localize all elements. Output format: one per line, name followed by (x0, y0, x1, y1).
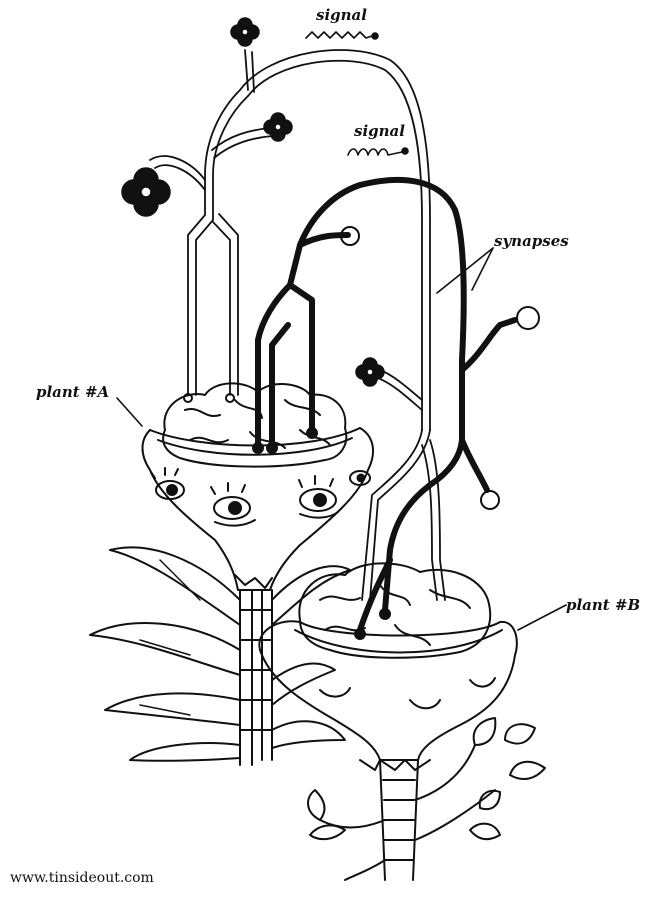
signal-wave-mid (347, 147, 409, 156)
signal-wave-top (305, 31, 379, 40)
signal-label-top: signal (316, 6, 367, 24)
dark-flowers (121, 17, 385, 387)
plant-a-label: plant #A (36, 383, 110, 401)
synapse-terminals (183, 226, 540, 640)
plant-b-leaves (307, 717, 546, 841)
plant-a-brain (162, 382, 348, 468)
plant-a-leaves (89, 546, 351, 762)
plant-b-brain (298, 562, 492, 659)
plant-a-stem (239, 589, 273, 766)
black-neuron (255, 177, 518, 633)
plant-b-label: plant #B (566, 596, 641, 614)
plant-a-eyes (150, 467, 371, 527)
leader-lines (116, 247, 567, 631)
signal-label-mid: signal (354, 122, 405, 140)
plant-b-stem (319, 744, 496, 881)
site-credit: www.tinsideout.com (10, 870, 154, 886)
synapses-label: synapses (494, 232, 569, 250)
